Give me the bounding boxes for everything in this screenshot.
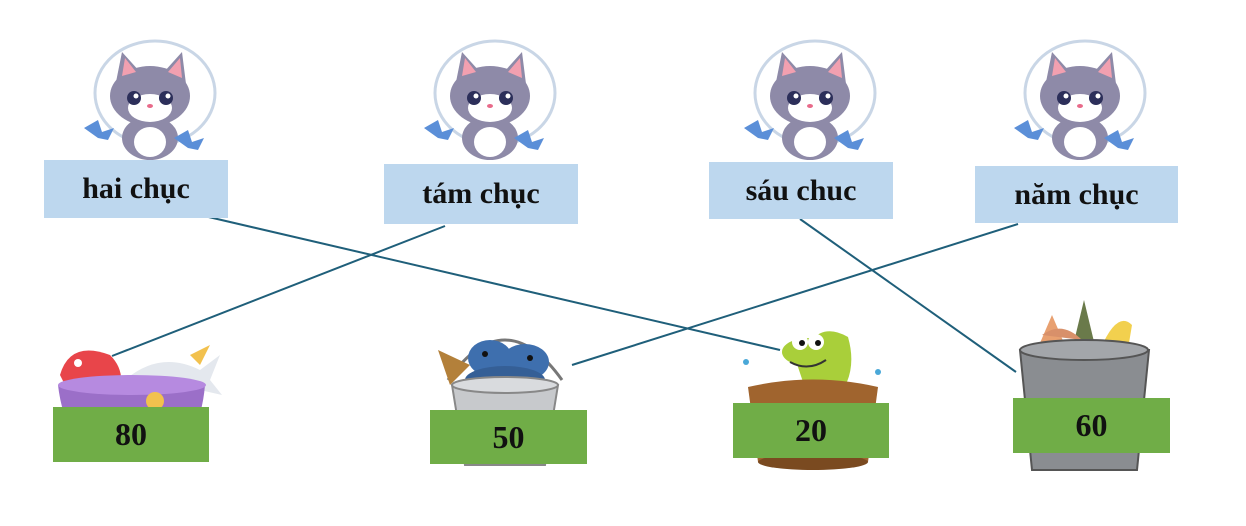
number-label-60[interactable]: 60 xyxy=(1013,398,1170,453)
cat-with-jump-rope-4 xyxy=(1014,39,1147,160)
number-label-20[interactable]: 20 xyxy=(733,403,889,458)
cat-with-jump-rope-2 xyxy=(424,39,557,160)
word-label-tam-chuc[interactable]: tám chục xyxy=(384,164,578,224)
word-label-sau-chuc[interactable]: sáu chuc xyxy=(709,162,893,219)
word-label-nam-chuc[interactable]: năm chục xyxy=(975,166,1178,223)
word-label-hai-chuc[interactable]: hai chục xyxy=(44,160,228,218)
cat-with-jump-rope-3 xyxy=(744,39,877,160)
number-label-80[interactable]: 80 xyxy=(53,407,209,462)
number-label-50[interactable]: 50 xyxy=(430,410,587,464)
cat-with-jump-rope-1 xyxy=(84,39,217,160)
